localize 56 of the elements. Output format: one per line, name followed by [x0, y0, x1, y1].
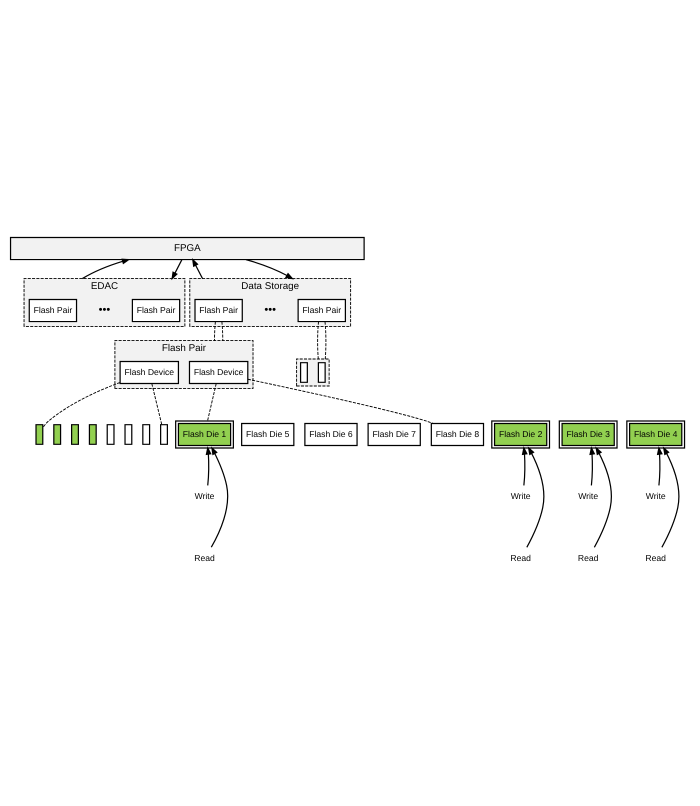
connector	[221, 320, 224, 341]
node-box	[160, 424, 168, 444]
node-box	[71, 424, 79, 444]
node-box: Flash Die 6	[304, 422, 358, 446]
node-text: Read	[645, 552, 666, 562]
node-text: Write	[510, 490, 531, 500]
node-box: FPGA	[10, 236, 365, 260]
cluster	[296, 358, 330, 386]
arrow	[82, 258, 130, 279]
node-box	[142, 424, 150, 444]
node-box	[88, 424, 97, 444]
node-box: Flash Device	[188, 360, 248, 384]
node-box: Flash Die 4	[629, 422, 682, 446]
label: •••	[264, 304, 276, 316]
arrow	[526, 446, 544, 548]
arrow	[246, 258, 294, 279]
node-text: Read	[578, 552, 598, 562]
node-box: Flash Device	[120, 360, 180, 384]
node-box	[106, 424, 115, 444]
label: •••	[98, 304, 110, 316]
node-box: Flash Die 8	[430, 422, 484, 446]
arrow	[522, 446, 528, 485]
arrow	[656, 446, 663, 485]
node-text: Write	[646, 490, 666, 500]
node-box: Flash Die 2	[494, 422, 548, 446]
connector	[248, 378, 434, 424]
node-box: Flash Pair	[298, 298, 346, 322]
connector	[324, 320, 326, 359]
node-box	[35, 424, 44, 444]
node-box	[300, 362, 308, 382]
arrow	[661, 446, 680, 548]
connector	[214, 320, 216, 341]
arrow	[589, 446, 596, 485]
node-box: Flash Die 3	[561, 422, 615, 446]
arrow	[594, 446, 612, 548]
node-box: Flash Pair	[194, 298, 243, 322]
arrow	[206, 446, 212, 485]
node-box: Flash Die 7	[368, 422, 421, 446]
node-text: Read	[510, 552, 531, 562]
node-box	[124, 424, 132, 444]
node-box	[53, 424, 62, 444]
node-box: Flash Pair	[132, 298, 180, 322]
connector	[42, 382, 120, 428]
node-box: Flash Die 1	[178, 422, 232, 446]
arrow	[210, 446, 228, 548]
connector	[151, 382, 162, 425]
node-box: Flash Die 5	[241, 422, 294, 446]
node-box: Flash Pair	[28, 298, 78, 322]
arrow	[171, 258, 182, 280]
node-text: Write	[194, 490, 214, 500]
connector	[317, 320, 319, 359]
node-text: Write	[578, 490, 598, 500]
node-box	[318, 362, 326, 382]
arrow	[192, 258, 204, 278]
node-text: Read	[194, 552, 215, 562]
connector	[207, 382, 217, 421]
